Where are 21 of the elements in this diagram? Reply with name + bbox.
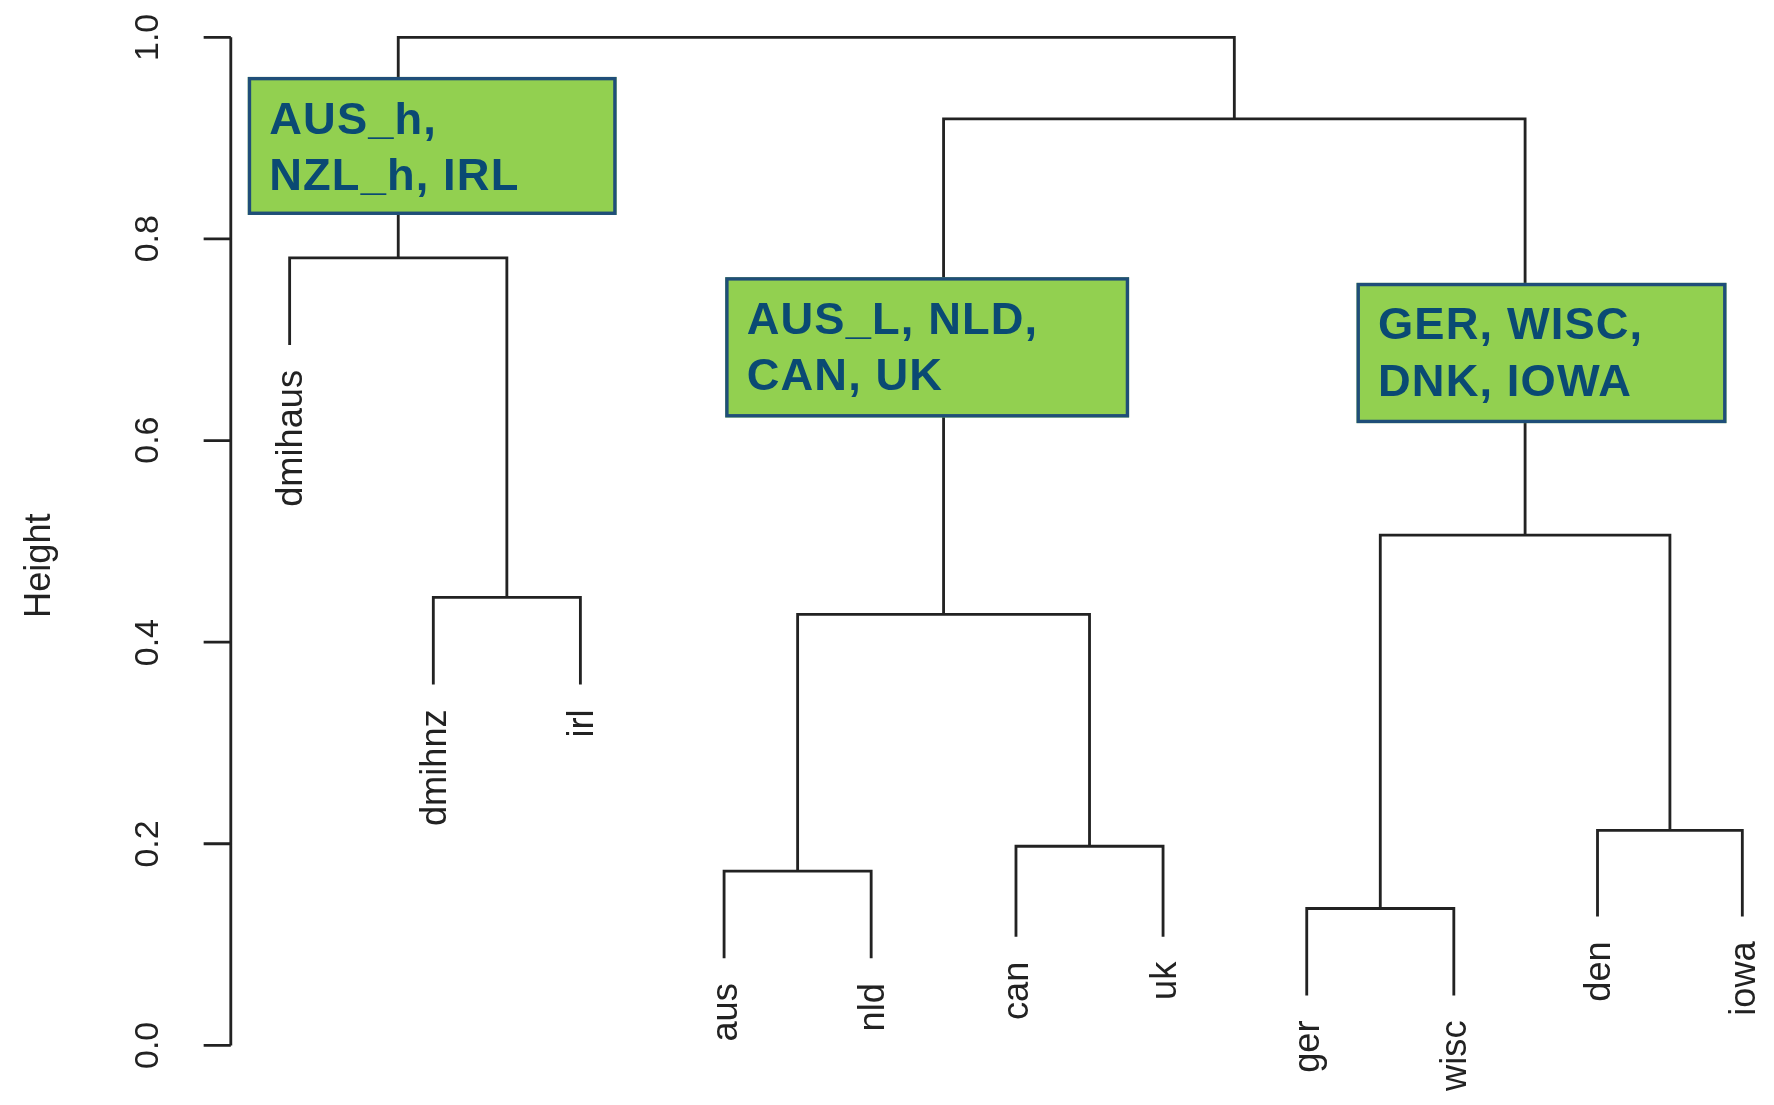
axis-title: Height [19,513,56,618]
leaf-label: den [1579,941,1616,1002]
leaf-label: aus [706,983,743,1042]
cluster-label-box: AUS_h, NZL_h, IRL [247,76,617,215]
cluster-label-box: GER, WISC, DNK, IOWA [1356,282,1727,424]
leaf-label: iowa [1724,941,1761,1016]
leaf-label: wisc [1435,1020,1472,1091]
tick-label: 0.0 [130,1021,165,1069]
tick-label: 0.8 [130,215,165,263]
leaf-label: irl [562,709,599,738]
cluster-label-box: AUS_L, NLD, CAN, UK [725,277,1130,418]
leaf-label: dmihaus [271,369,308,507]
leaf-label: can [997,961,1035,1021]
tick-label: 0.6 [130,416,165,465]
leaf-label: ger [1288,1020,1325,1073]
tick-label: 0.2 [130,820,165,868]
tick-label: 1.0 [130,13,165,61]
leaf-label: dmihnz [415,709,452,827]
leaf-label: uk [1144,961,1182,1000]
leaf-label: nld [853,983,890,1032]
tick-label: 0.4 [130,618,165,666]
